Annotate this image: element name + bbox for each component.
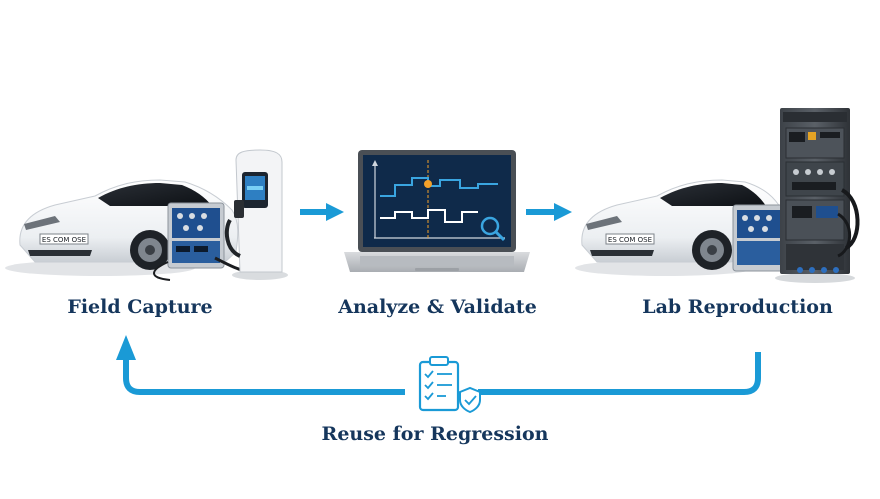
arrow-right-icon [526,203,572,221]
shield-check-icon [459,386,481,414]
arrow-right-icon [300,203,344,221]
ev-charger [224,149,288,280]
signal-trace-blue [380,177,498,197]
stage-label-field-capture: Field Capture [67,296,213,318]
clipboard-check-icon [418,356,460,412]
loop-label: Reuse for Regression [321,423,549,445]
stage-label-lab-reproduction: Lab Reproduction [642,296,833,318]
signal-trace-white [380,209,478,223]
field-car: ES COM OSE [5,179,239,276]
right-plate-text: ES COM OSE [608,236,652,244]
magnifier-icon [480,216,506,242]
cursor-marker [424,180,432,188]
lab-device [732,204,786,272]
hil-test-rack [775,108,860,283]
stage-label-analyze-validate: Analyze & Validate [338,296,537,318]
laptop-screen [363,155,511,247]
field-capture-device [153,202,263,281]
analysis-laptop [344,150,530,272]
return-arrow-icon [116,335,761,395]
left-plate-text: ES COM OSE [42,236,86,244]
